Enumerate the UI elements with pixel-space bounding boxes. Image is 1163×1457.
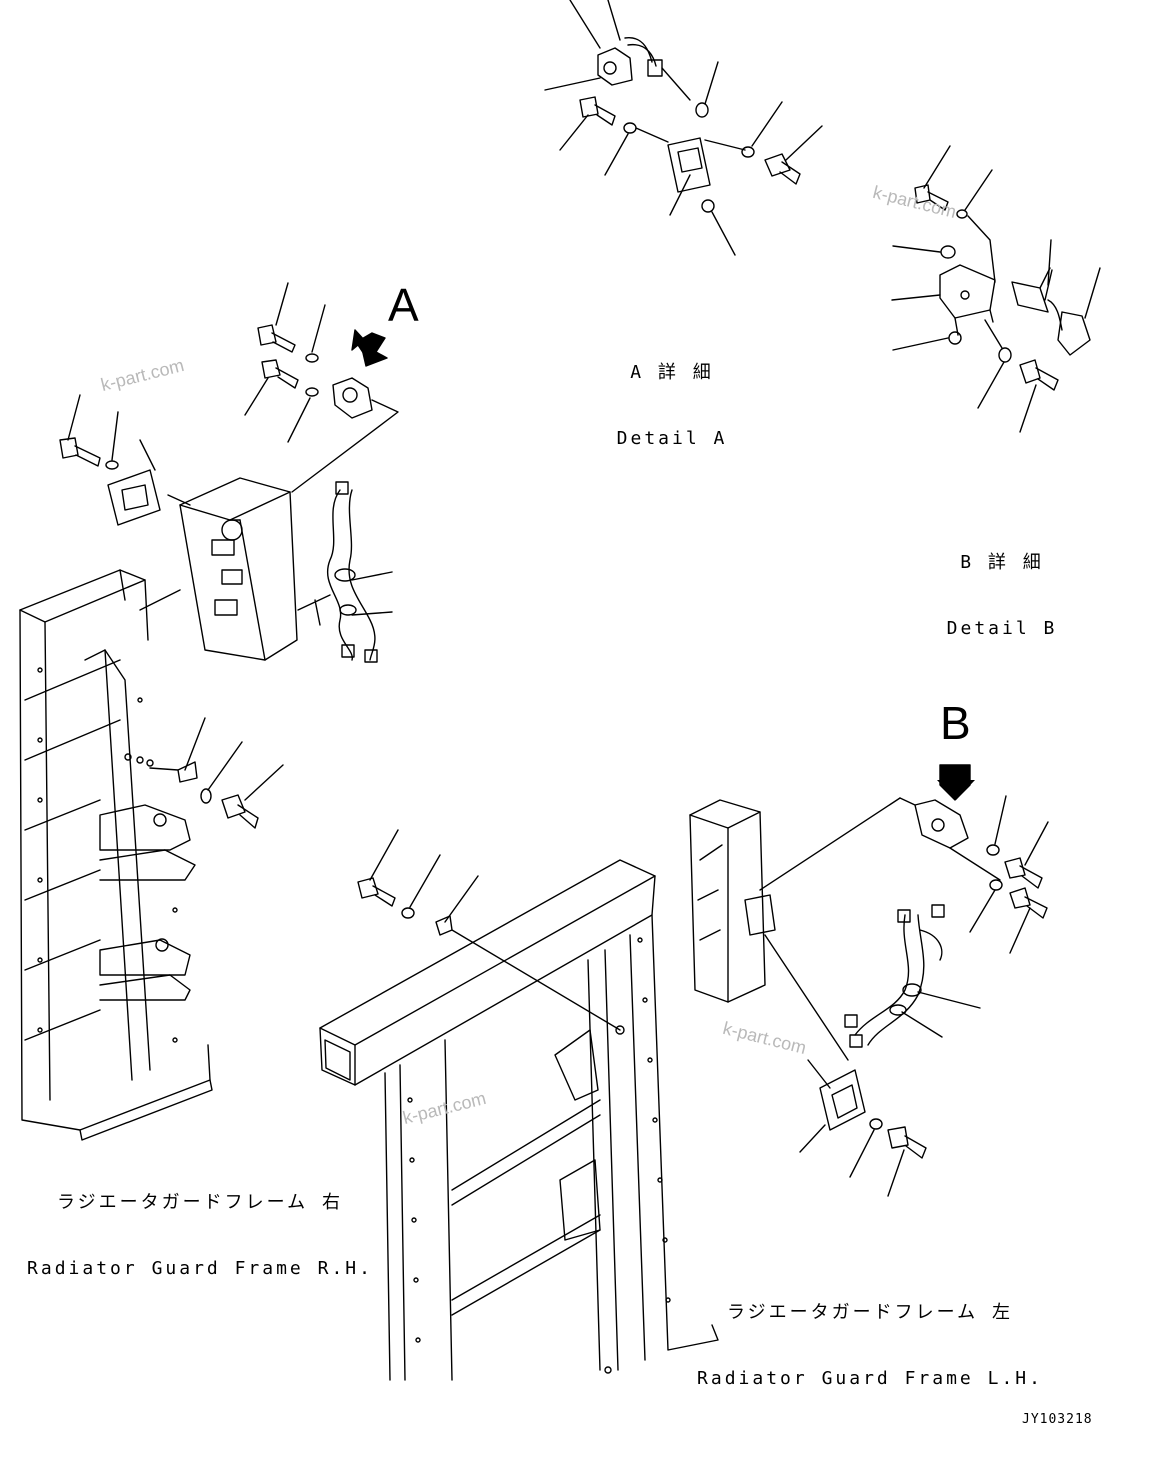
bolts-a xyxy=(59,282,326,506)
detail-b-caption-en: Detail B xyxy=(946,618,1058,639)
housing-b xyxy=(689,797,901,1061)
fasteners-lh-upper xyxy=(357,829,621,1031)
detail-b-parts xyxy=(891,145,1101,433)
harness-a xyxy=(297,481,393,663)
frame-rh-caption-en: Radiator Guard Frame R.H. xyxy=(27,1258,373,1279)
view-arrow-a xyxy=(359,332,388,367)
harness-b xyxy=(844,904,981,1048)
frame-lh-caption-jp: ラジエータガードフレーム 左 xyxy=(727,1302,1013,1323)
frame-lh-caption-en: Radiator Guard Frame L.H. xyxy=(697,1368,1043,1389)
frame-rh-caption: ラジエータガードフレーム 右 Radiator Guard Frame R.H. xyxy=(20,1148,380,1302)
drawing-code: JY103218 xyxy=(1022,1412,1093,1427)
view-label-b: B xyxy=(940,697,971,749)
view-arrow-b xyxy=(937,765,975,800)
radiator-guard-frame-rh xyxy=(19,569,213,1141)
detail-b-caption: B 詳 細 Detail B xyxy=(942,508,1062,662)
fasteners-rh-lower xyxy=(149,717,284,829)
detail-b-caption-jp: B 詳 細 xyxy=(960,552,1044,573)
detail-a-caption: A 詳 細 Detail A xyxy=(612,318,732,472)
cover-plate-a xyxy=(107,439,161,526)
detail-a-caption-jp: A 詳 細 xyxy=(630,362,714,383)
detail-a-caption-en: Detail A xyxy=(616,428,728,449)
radiator-guard-frame-lh xyxy=(319,859,719,1381)
detail-a-parts xyxy=(544,0,823,256)
view-label-a: A xyxy=(388,279,419,331)
cover-plate-b xyxy=(799,1059,927,1197)
housing-a xyxy=(139,477,298,661)
frame-lh-caption: ラジエータガードフレーム 左 Radiator Guard Frame L.H. xyxy=(690,1258,1050,1412)
frame-rh-caption-jp: ラジエータガードフレーム 右 xyxy=(57,1192,343,1213)
lamp-b xyxy=(899,764,1049,954)
